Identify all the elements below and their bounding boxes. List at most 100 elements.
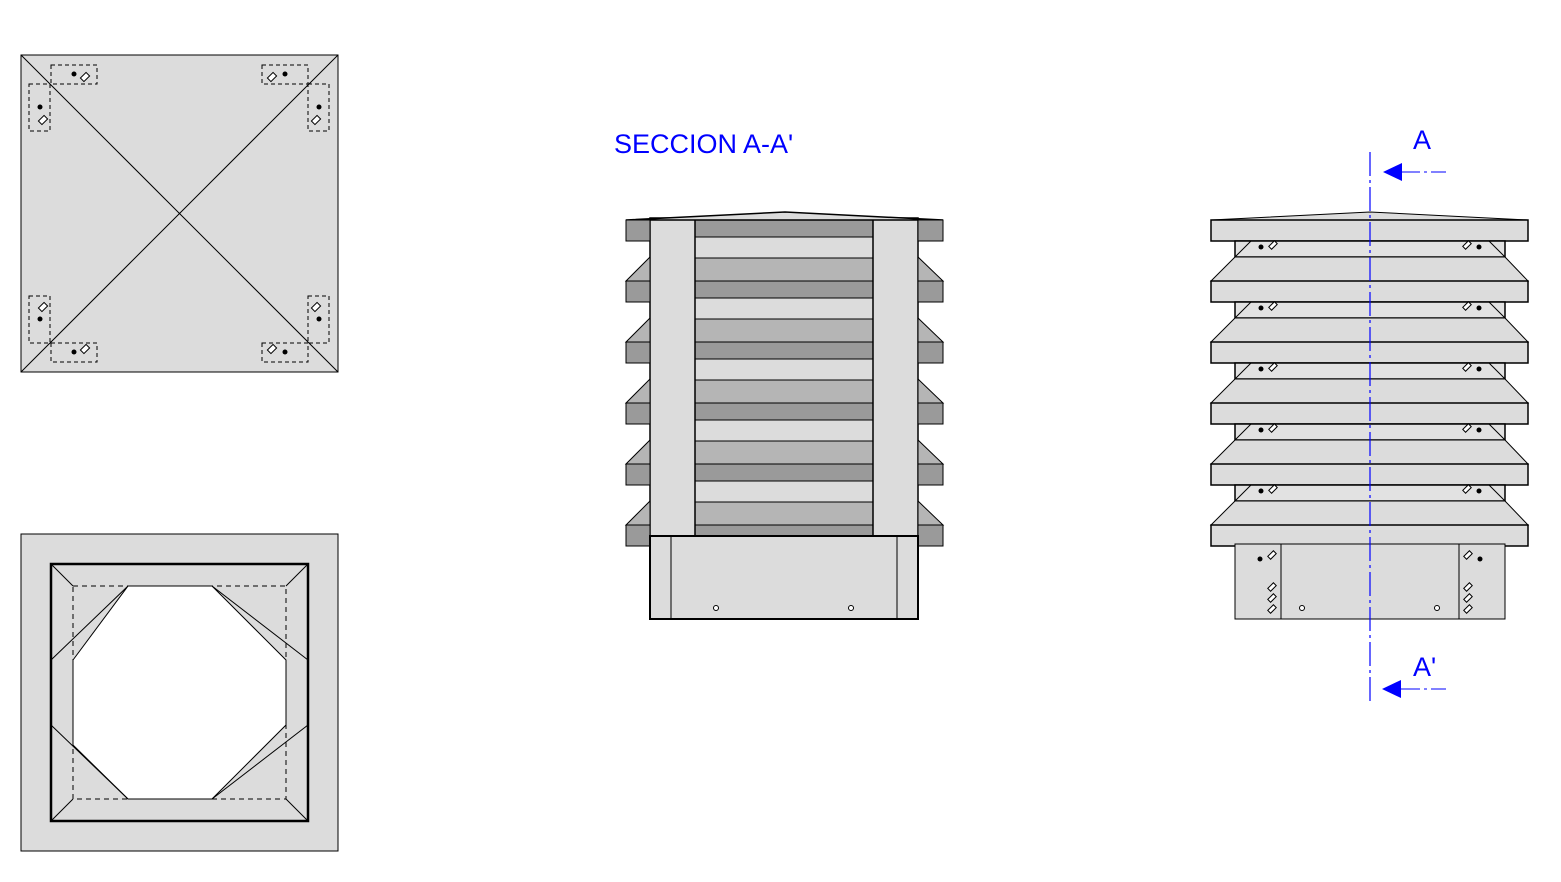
bolt-dot: [1258, 366, 1264, 372]
slot-mark: [37, 301, 49, 313]
band-edge: [1488, 301, 1506, 319]
louver-block: [625, 524, 651, 547]
slot-mark: [1268, 423, 1278, 433]
slot-mark: [1462, 240, 1472, 250]
louver-block: [625, 463, 651, 486]
slot-mark: [1462, 362, 1472, 372]
slot-mark: [1267, 604, 1277, 614]
bolt-dot: [1258, 305, 1264, 311]
louver-slope: [917, 499, 945, 526]
cut-line: [1369, 152, 1446, 703]
slot-mark: [1463, 604, 1473, 614]
band-edge: [1488, 423, 1506, 441]
slot-mark: [1268, 484, 1278, 494]
slat: [694, 402, 874, 421]
slot-mark: [1268, 240, 1278, 250]
hidden-bracket: [261, 342, 309, 363]
band-edge: [1488, 484, 1506, 502]
slat: [694, 463, 874, 482]
bolt-dot: [37, 316, 43, 322]
bolt-dot: [1476, 244, 1482, 250]
bolt-dot: [282, 349, 288, 355]
slat: [694, 440, 874, 465]
slat: [694, 501, 874, 526]
bolt-dot: [1476, 366, 1482, 372]
band-edge: [1234, 362, 1252, 380]
slot-mark: [1267, 550, 1277, 560]
bolt-dot: [1476, 488, 1482, 494]
slot-mark: [79, 343, 91, 355]
louver-block: [917, 341, 944, 364]
slot-mark: [79, 71, 91, 83]
slat: [694, 419, 874, 442]
bolt-dot: [1476, 305, 1482, 311]
slot-mark: [1462, 484, 1472, 494]
bolt-dot: [71, 71, 77, 77]
arrow-left-icon: [1382, 680, 1401, 698]
slot-mark: [266, 71, 278, 83]
louver-slope: [917, 377, 945, 404]
louver-block: [917, 219, 944, 242]
slot-mark: [1463, 582, 1473, 592]
bolt-dot: [1258, 427, 1264, 433]
hole: [1299, 605, 1305, 611]
hidden-bracket: [28, 83, 51, 132]
slot-mark: [37, 114, 49, 126]
slot-mark: [1268, 362, 1278, 372]
louver-block: [625, 402, 651, 425]
bolt-dot: [316, 104, 322, 110]
hole: [713, 605, 719, 611]
louver-slope: [624, 255, 651, 282]
slot-mark: [1462, 301, 1472, 311]
louver-block: [917, 402, 944, 425]
louver-block: [625, 341, 651, 364]
plan-view-top: [20, 54, 339, 373]
louver-slope: [917, 255, 945, 282]
slot-mark: [1267, 582, 1277, 592]
slat: [694, 358, 874, 381]
louver-slope: [624, 316, 651, 343]
hidden-bracket: [28, 295, 51, 344]
louver-slope: [624, 499, 651, 526]
bolt-dot: [1477, 556, 1483, 562]
louver-block: [625, 280, 651, 303]
section-title: SECCION A-A': [614, 129, 793, 159]
louver-slope: [917, 438, 945, 465]
bolt-dot: [1257, 556, 1263, 562]
bolt-dot: [1258, 244, 1264, 250]
bolt-dot: [37, 104, 43, 110]
cut-label-bottom: A': [1413, 652, 1436, 682]
louver-block: [917, 524, 944, 547]
slat: [694, 379, 874, 404]
band-edge: [1234, 240, 1252, 258]
slot-mark: [310, 301, 322, 313]
slat: [694, 318, 874, 343]
band-edge: [1488, 240, 1506, 258]
hole: [1434, 605, 1440, 611]
bolt-dot: [71, 349, 77, 355]
base: [649, 535, 919, 620]
hidden-line: [72, 585, 287, 800]
diagonal-line: [20, 54, 339, 373]
slot-mark: [1463, 593, 1473, 603]
louver-slope: [624, 438, 651, 465]
slat: [694, 219, 874, 238]
side-post: [872, 217, 919, 537]
bolt-dot: [282, 71, 288, 77]
louver-block: [917, 463, 944, 486]
hole: [848, 605, 854, 611]
louver-slope: [624, 377, 651, 404]
slot-mark: [1268, 301, 1278, 311]
band-edge: [1488, 362, 1506, 380]
hidden-bracket: [50, 64, 98, 85]
hidden-bracket: [261, 64, 309, 85]
arrow-left-icon: [1383, 163, 1402, 181]
bolt-dot: [1258, 488, 1264, 494]
hidden-bracket: [307, 295, 330, 344]
slat: [694, 480, 874, 503]
slat: [694, 236, 874, 259]
slat: [694, 280, 874, 299]
band-edge: [1234, 423, 1252, 441]
band-edge: [1234, 301, 1252, 319]
